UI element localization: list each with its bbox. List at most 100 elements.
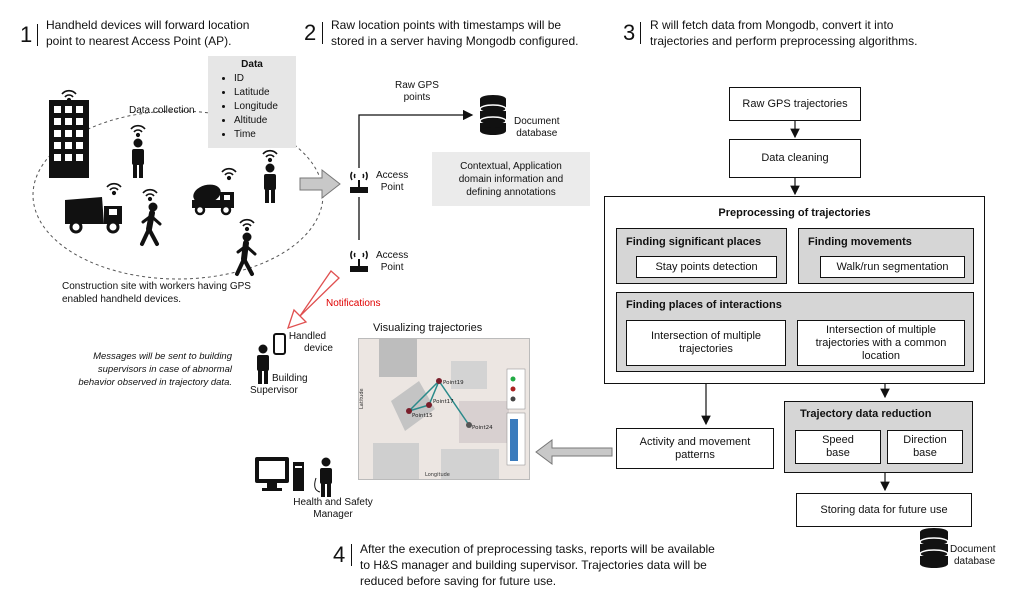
intersection-multi-box: Intersection of multiple trajectories — [626, 320, 786, 366]
raw-gps-trajectories-box: Raw GPS trajectories — [729, 87, 861, 121]
site-caption: Construction site with workers having GP… — [62, 280, 251, 306]
access-point-label: Access Point — [376, 170, 408, 194]
handled-device-line: Handled — [288, 331, 327, 342]
step-1-text: Handheld devices will forward location p… — [46, 17, 249, 49]
handled-device-line: device — [304, 343, 333, 354]
speed-line: Speed — [822, 434, 854, 446]
intersection-line: trajectories — [679, 343, 733, 355]
step-1-number: 1 — [20, 22, 33, 47]
storing-data-box: Storing data for future use — [796, 493, 972, 527]
step-2-number: 2 — [304, 20, 317, 45]
hs-manager-line: Health and Safety — [293, 497, 373, 508]
step-3-line: trajectories and perform preprocessing a… — [650, 34, 918, 48]
worker-icon — [264, 163, 276, 203]
database-icon — [479, 95, 507, 135]
site-caption-line: Construction site with workers having GP… — [62, 281, 251, 292]
ap-line: Access — [376, 250, 409, 261]
concrete-mixer-icon — [192, 184, 234, 216]
data-field: Altitude — [234, 114, 296, 128]
notification-arrow — [286, 270, 340, 330]
step-1-line: point to nearest Access Point (AP). — [46, 34, 232, 48]
map-y-label: Latitude — [359, 388, 365, 409]
step-1-line: Handheld devices will forward location — [46, 18, 250, 32]
doc-db-line: database — [954, 556, 996, 567]
step-divider — [37, 24, 38, 46]
context-line: Contextual, Application — [460, 160, 562, 172]
doc-db-line: database — [516, 128, 558, 139]
speed-base-box: Speed base — [795, 430, 881, 464]
doc-db-line: Document — [514, 116, 560, 127]
hs-manager-line: Manager — [313, 509, 353, 520]
step-3-line: R will fetch data from Mongodb, convert … — [650, 18, 894, 32]
raw-gps-points-label: Raw GPS points — [395, 80, 439, 104]
raw-gps-line: Raw GPS — [395, 80, 439, 91]
data-field: ID — [234, 72, 296, 86]
forward-arrow — [299, 168, 341, 200]
report-arrow — [535, 439, 613, 465]
context-line: defining annotations — [466, 186, 556, 198]
dump-truck-icon — [65, 197, 122, 234]
database-icon — [919, 528, 949, 568]
stay-points-box: Stay points detection — [636, 256, 777, 278]
ap-line: Point — [380, 262, 404, 273]
map-point-label: Point17 — [433, 399, 454, 405]
data-field-list: ID Latitude Longitude Altitude Time — [208, 72, 296, 142]
ap-line: Access — [376, 170, 409, 181]
supervisor-line: Supervisor — [250, 385, 298, 396]
messages-line: behavior observed in trajectory data. — [78, 377, 232, 388]
step-4-line: reduced before saving for future use. — [360, 574, 557, 588]
trajectory-map: Point19 Point17 Point15 Point24 Latitude… — [358, 338, 530, 480]
step-2-line: Raw location points with timestamps will… — [331, 18, 562, 32]
step-2-line: stored in a server having Mongodb config… — [331, 34, 579, 48]
worker-icon — [132, 138, 144, 178]
messages-line: Messages will be sent to building — [93, 351, 232, 362]
hs-manager-label: Health and Safety Manager — [288, 497, 378, 521]
interactions-title: Finding places of interactions — [626, 299, 782, 311]
computer-icon — [255, 457, 304, 491]
map-x-label: Longitude — [425, 472, 450, 478]
speed-line: base — [826, 447, 850, 459]
data-fields-box: Data ID Latitude Longitude Altitude Time — [208, 56, 296, 148]
raw-gps-connector — [358, 109, 474, 168]
step-2-text: Raw location points with timestamps will… — [331, 17, 578, 49]
manager-icon — [314, 457, 332, 497]
ap-line: Point — [380, 182, 404, 193]
map-point-label: Point15 — [412, 413, 433, 419]
direction-base-box: Direction base — [887, 430, 963, 464]
intersection-line: Intersection of multiple — [825, 323, 937, 336]
document-database-label: Document database — [950, 544, 996, 568]
data-cleaning-box: Data cleaning — [729, 139, 861, 178]
direction-line: Direction — [903, 434, 947, 446]
significant-places-title: Finding significant places — [626, 236, 762, 248]
step-3-text: R will fetch data from Mongodb, convert … — [650, 17, 917, 49]
document-database-label: Document database — [514, 116, 560, 140]
intersection-line: Intersection of multiple — [650, 330, 762, 342]
step-divider — [322, 22, 323, 44]
step-divider — [351, 544, 352, 566]
access-point-icon — [350, 171, 368, 193]
building-supervisor-label: Building Supervisor — [250, 373, 308, 397]
handled-device-label: Handled device — [282, 331, 333, 355]
messages-note: Messages will be sent to building superv… — [40, 350, 232, 389]
data-field: Longitude — [234, 100, 296, 114]
step-4-line: to H&S manager and building supervisor. … — [360, 558, 707, 572]
data-collection-label: Data collection — [129, 105, 195, 116]
notifications-label: Notifications — [326, 298, 381, 309]
reduction-title: Trajectory data reduction — [800, 408, 932, 420]
trajectory-map-graphic: Point19 Point17 Point15 Point24 Latitude… — [359, 339, 529, 479]
data-field: Latitude — [234, 86, 296, 100]
supervisor-line: Building — [272, 373, 308, 384]
walking-worker-icon — [235, 232, 257, 276]
step-4-text: After the execution of preprocessing tas… — [360, 541, 715, 589]
access-point-label: Access Point — [376, 250, 408, 274]
data-box-title: Data — [241, 59, 263, 70]
supervisor-icon — [257, 344, 269, 384]
activity-line: patterns — [675, 448, 715, 461]
step-divider — [640, 22, 641, 44]
data-field: Time — [234, 128, 296, 142]
activity-patterns-box: Activity and movement patterns — [616, 428, 774, 469]
map-point-label: Point19 — [443, 380, 464, 386]
flow-arrows — [701, 121, 890, 492]
map-point-label: Point24 — [472, 425, 493, 431]
